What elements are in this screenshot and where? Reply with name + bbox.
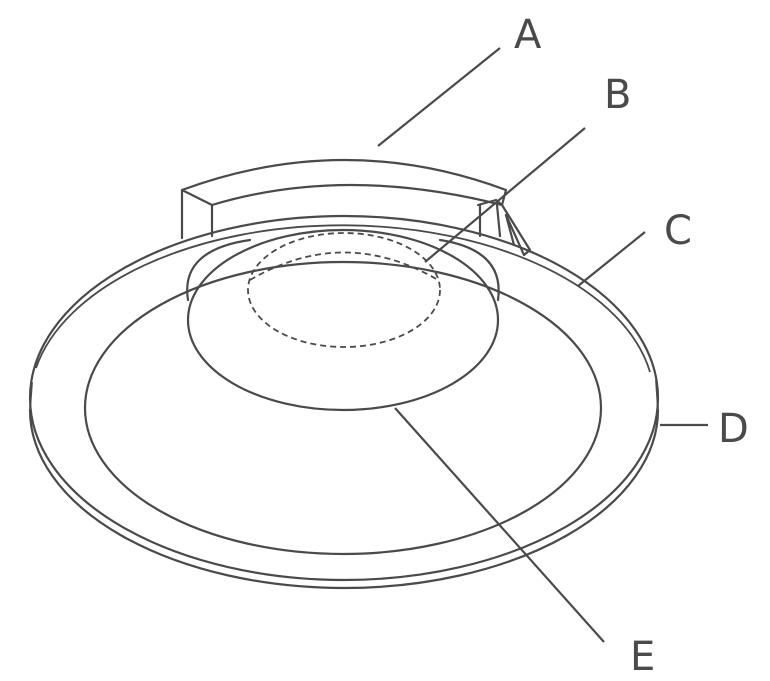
trim-ring <box>28 214 660 590</box>
label-c: C <box>664 208 692 254</box>
leader-lines <box>377 47 708 643</box>
leader-e <box>394 407 605 643</box>
leader-c <box>577 231 646 287</box>
label-a: A <box>514 12 542 58</box>
lens-assembly <box>186 228 500 412</box>
mounting-bracket <box>180 158 532 257</box>
label-e: E <box>630 634 655 680</box>
leader-b <box>424 127 586 263</box>
label-d: D <box>718 406 749 452</box>
led-module-hidden <box>247 232 441 348</box>
label-b: B <box>604 72 631 118</box>
leader-a <box>377 47 501 147</box>
reflector <box>83 238 603 556</box>
callout-labels: A B C D E <box>514 12 749 680</box>
